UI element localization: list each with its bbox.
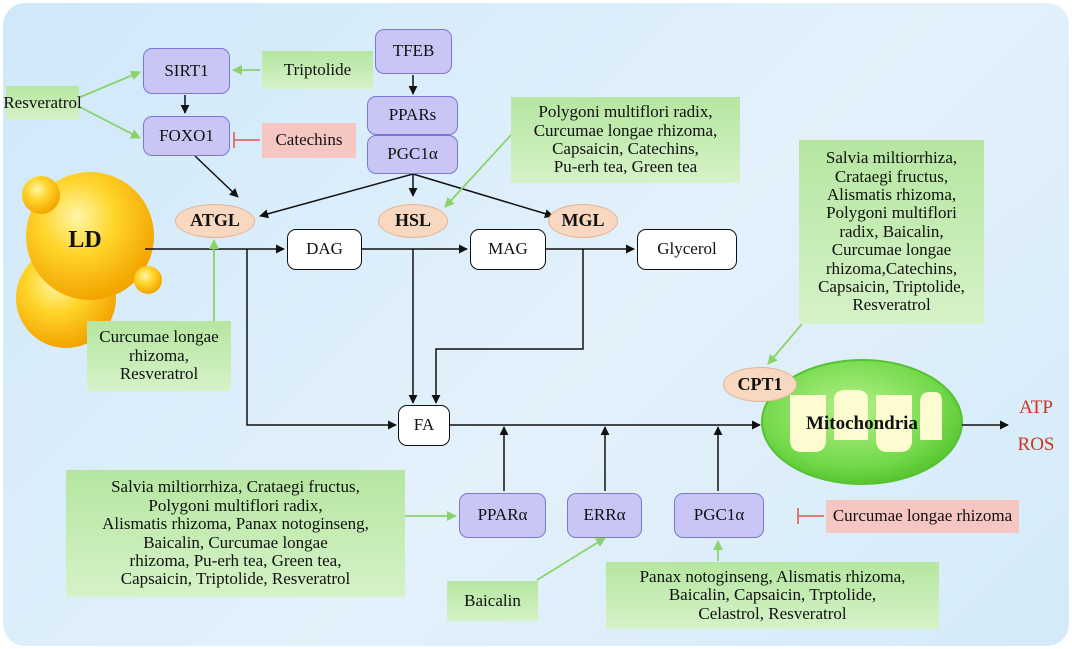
hsl-enzyme: HSL — [378, 204, 448, 238]
glycerol-node: Glycerol — [637, 229, 737, 270]
catechins-inhibitor-box: Catechins — [262, 123, 356, 158]
mitochondria-icon — [761, 359, 963, 485]
pgc1a-activators-line: Celastrol, Resveratrol — [698, 603, 847, 623]
ppara-activators-line: Salvia miltiorrhiza, Crataegi fructus, — [111, 477, 360, 497]
resveratrol-box: Resveratrol — [3, 86, 82, 120]
cpt1-activators-line: rhizoma,Catechins, — [825, 258, 958, 278]
cpt1-activators-line: radix, Baicalin, — [839, 221, 944, 241]
baicalin-box: Baicalin — [447, 581, 538, 621]
cpt1-activators-line: Crataegi fructus, — [834, 166, 949, 186]
sirt1-node: SIRT1 — [143, 48, 230, 94]
ppara-activators-line: Capsaicin, Triptolide, Resveratrol — [120, 569, 351, 589]
pgc1a-activators-line: Baicalin, Capsaicin, Trptolide, — [668, 585, 877, 605]
mag-node: MAG — [470, 229, 546, 270]
triptolide-box: Triptolide — [262, 51, 373, 89]
cpt1-activators-line: Curcumae longae — [831, 240, 952, 260]
foxo1-node: FOXO1 — [143, 116, 230, 156]
ppara-node: PPARα — [459, 493, 546, 538]
atp-output: ATP — [1019, 396, 1053, 418]
ppara-activators-line: Alismatis rhizoma, Panax notoginseng, — [102, 514, 369, 534]
cpt1-activators-line: Alismatis rhizoma, — [826, 185, 957, 205]
cpt1-enzyme: CPT1 — [723, 367, 797, 402]
ppara-activators-box: Salvia miltiorrhiza, Crataegi fructus, P… — [66, 470, 405, 597]
hsl-activators-line: Pu-erh tea, Green tea — [553, 157, 698, 177]
tfeb-node: TFEB — [375, 29, 452, 74]
cpt1-activators-line: Resveratrol — [852, 295, 931, 315]
cpt1-activators-line: Capsaicin, Triptolide, — [818, 276, 965, 296]
ppara-activators-line: rhizoma, Pu-erh tea, Green tea, — [129, 550, 342, 570]
inhibition-bars — [233, 132, 824, 524]
ppars-node: PPARs — [367, 96, 458, 135]
cpt1-activators-box: Salvia miltiorrhiza, Crataegi fructus, A… — [799, 140, 984, 324]
atgl-enzyme: ATGL — [175, 204, 255, 238]
ppara-activators-line: Baicalin, Curcumae longae — [143, 532, 328, 552]
fa-node: FA — [398, 405, 450, 446]
hsl-activators-line: Polygoni multiflori radix, — [538, 102, 713, 122]
dag-node: DAG — [287, 229, 362, 270]
atgl-activators-line: Curcumae longae — [99, 327, 219, 347]
mitochondria-label: Mitochondria — [806, 412, 918, 434]
pathway-arrows — [145, 75, 1009, 491]
pgc1a-activators-box: Panax notoginseng, Alismatis rhizoma, Ba… — [606, 562, 939, 629]
atgl-activators-line: rhizoma, — [129, 345, 189, 365]
hsl-activators-box: Polygoni multiflori radix, Curcumae long… — [511, 97, 740, 183]
pgc1a-bottom-node: PGC1α — [674, 493, 764, 538]
ld-label: LD — [68, 227, 102, 254]
curcumae-inhibitor-box: Curcumae longae rhizoma — [826, 500, 1019, 533]
pgc1a-activators-line: Panax notoginseng, Alismatis rhizoma, — [639, 566, 906, 586]
ppara-activators-line: Polygoni multiflori radix, — [148, 495, 323, 515]
atgl-activators-box: Curcumae longae rhizoma, Resveratrol — [87, 321, 231, 391]
mgl-enzyme: MGL — [548, 204, 618, 238]
atgl-activators-line: Resveratrol — [119, 364, 199, 384]
pgc1a-top-node: PGC1α — [367, 135, 458, 174]
erra-node: ERRα — [567, 493, 642, 538]
hsl-activators-line: Curcumae longae rhizoma, — [533, 120, 718, 140]
activation-arrows — [77, 65, 803, 581]
hsl-activators-line: Capsaicin, Catechins, — [552, 139, 699, 158]
ros-output: ROS — [1017, 433, 1055, 455]
cpt1-activators-line: Polygoni multiflori — [826, 203, 957, 223]
cpt1-activators-line: Salvia miltiorrhiza, — [825, 148, 958, 168]
